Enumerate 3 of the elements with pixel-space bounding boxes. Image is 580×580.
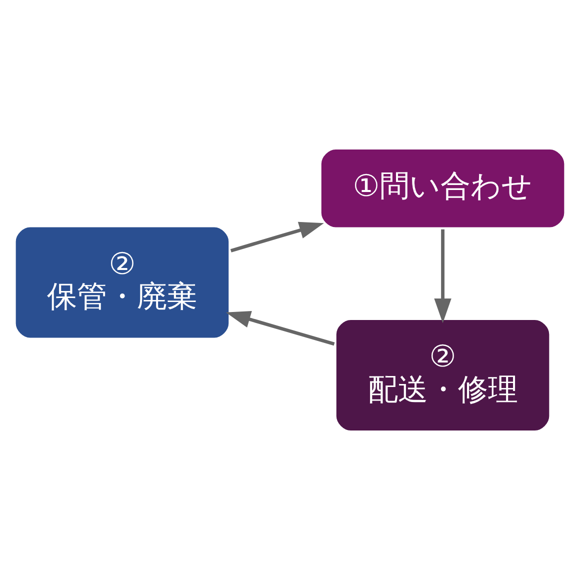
arrow (434, 229, 452, 324)
arrow (226, 310, 335, 346)
arrow (230, 222, 324, 252)
